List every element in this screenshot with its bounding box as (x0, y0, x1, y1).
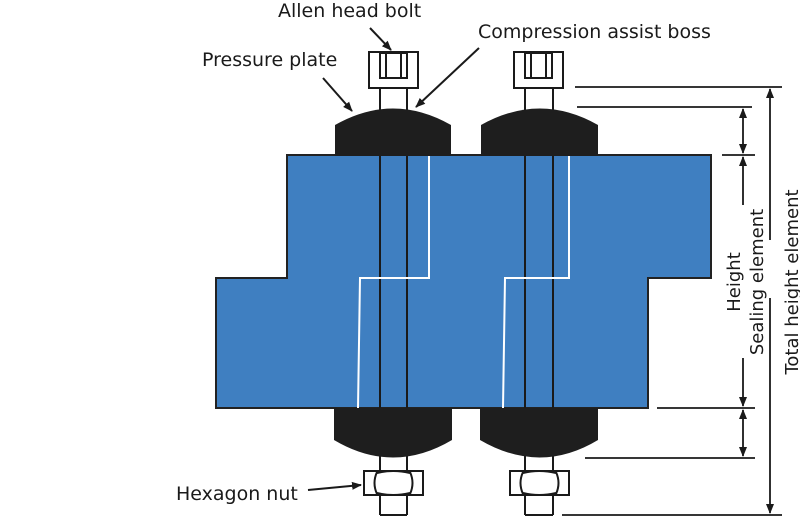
allen-bolt-head-right (513, 51, 564, 89)
hexagon-nut-left (363, 470, 424, 496)
dimension-arrows (739, 88, 774, 514)
label-height: Height (724, 252, 745, 312)
arrow-hexagon-nut (307, 481, 362, 491)
label-pressure-plate: Pressure plate (202, 49, 337, 71)
pressure-plate-bottom-left (334, 408, 452, 458)
arrow-allen-head-bolt (369, 27, 392, 51)
pressure-plate-bottom-right (480, 408, 598, 458)
split-line-left (357, 155, 430, 409)
label-sealing-element: Sealing element (747, 209, 768, 355)
label-total-height-element: Total height element (782, 189, 800, 375)
hexagon-nut-right (509, 470, 570, 496)
split-line-right (502, 155, 570, 409)
arrow-pressure-plate (322, 77, 353, 112)
label-compression-assist-boss: Compression assist boss (478, 21, 711, 43)
sealing-element-body (215, 154, 712, 409)
label-hexagon-nut: Hexagon nut (176, 483, 298, 505)
bolt-lines (379, 155, 554, 408)
label-allen-head-bolt: Allen head bolt (278, 0, 421, 22)
allen-bolt-head-left (368, 51, 419, 89)
arrow-compression-assist-boss (415, 47, 480, 108)
pressure-plate-top-left (335, 108, 451, 156)
dimension-lines (562, 86, 782, 516)
pressure-plate-top-right (481, 108, 598, 156)
